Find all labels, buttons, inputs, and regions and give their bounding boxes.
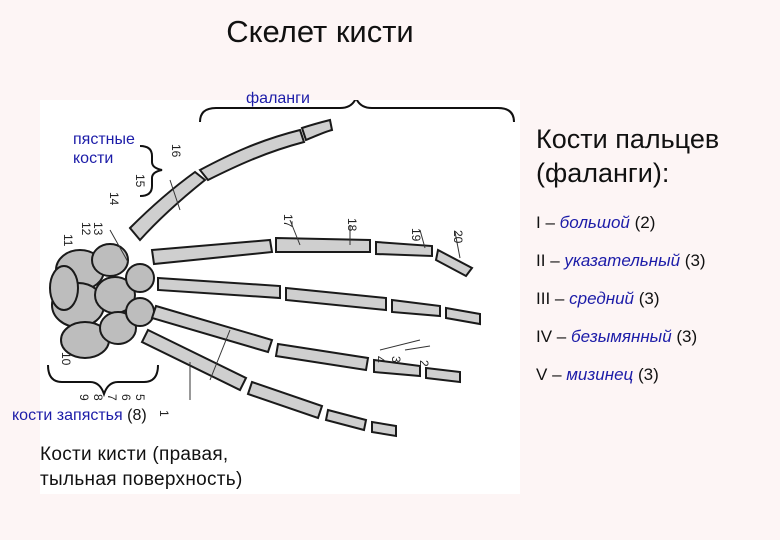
carpal-bones [49,243,155,359]
finger-count: (3) [684,251,706,270]
phalanges-label: фаланги [246,90,310,107]
caption-line-1: Кости кисти (правая, [40,444,229,465]
carpals-label-text: кости запястья [12,407,123,424]
bone-number: 1 [157,410,171,417]
figure-caption: Кости кисти (правая, тыльная поверхность… [40,442,243,492]
finger-numeral: I [536,213,541,232]
finger-list-item: V – мизинец (3) [536,356,776,394]
leader-lines [109,179,461,400]
bone-number: 11 [61,234,75,247]
carpals-label: кости запястья (8) [12,406,147,425]
bone-number: 17 [281,214,295,228]
finger-numeral: II [536,251,546,270]
finger-name: большой [559,213,630,232]
finger-count: (2) [634,213,656,232]
finger-dash: – [550,251,560,270]
thumb-bones [128,118,334,242]
finger-count: (3) [638,289,660,308]
side-heading-line-1: Кости пальцев [536,124,720,154]
finger-numeral: III [536,289,551,308]
finger-list-item: III – средний (3) [536,280,776,318]
bone-number: 7 [105,394,119,401]
finger-list: I – большой (2) II – указательный (3) II… [536,204,776,394]
ring-finger-bones [150,304,461,384]
side-heading-line-2: (фаланги): [536,158,670,188]
finger-dash: – [556,327,567,346]
index-finger-bones [150,236,474,278]
bone-number: 3 [389,356,403,363]
finger-dash: – [554,289,565,308]
bone-number: 8 [91,394,105,401]
carpals-count: (8) [127,407,147,424]
finger-list-item: IV – безымянный (3) [536,318,776,356]
finger-dash: – [545,213,555,232]
finger-numeral: IV [536,327,553,346]
bone-number: 6 [119,394,133,401]
finger-name: безымянный [571,327,672,346]
bone-number: 12 [79,222,93,236]
bone-number: 10 [59,352,73,366]
carpals-brace [47,364,159,398]
bone-number: 5 [133,394,147,401]
phalanges-brace [199,100,515,123]
finger-numeral: V [536,365,548,384]
phalanges-side-panel: Кости пальцев (фаланги): I – большой (2)… [536,122,776,394]
finger-count: (3) [676,327,698,346]
slide-title: Скелет кисти [226,14,414,49]
finger-name: средний [569,289,634,308]
bone-number: 13 [91,222,105,236]
little-finger-bones [140,328,397,438]
metacarpals-label: пястные кости [73,131,135,167]
finger-list-item: II – указательный (3) [536,242,776,280]
bone-number: 2 [417,360,431,367]
bone-number: 20 [451,230,465,244]
bone-number: 4 [373,356,387,363]
metacarpals-brace [139,145,163,197]
bone-number: 9 [77,394,91,401]
finger-dash: – [552,365,562,384]
finger-name: указательный [564,251,681,270]
finger-list-item: I – большой (2) [536,204,776,242]
bone-number: 15 [133,174,147,188]
middle-finger-bones [157,276,481,326]
bone-number: 16 [169,144,183,158]
finger-count: (3) [638,365,659,384]
bone-number: 14 [107,192,121,206]
bone-number: 18 [345,218,359,232]
finger-name: мизинец [566,365,634,384]
caption-line-2: тыльная поверхность) [40,469,243,490]
bone-number: 19 [409,228,423,242]
hand-skeleton-illustration: 1 2 3 4 5 6 7 8 9 10 11 12 13 14 15 16 1… [47,100,515,438]
side-heading: Кости пальцев (фаланги): [536,122,776,190]
hand-skeleton-figure: 1 2 3 4 5 6 7 8 9 10 11 12 13 14 15 16 1… [12,90,520,494]
bone-number-labels: 1 2 3 4 5 6 7 8 9 10 11 12 13 14 15 16 1… [59,144,465,417]
